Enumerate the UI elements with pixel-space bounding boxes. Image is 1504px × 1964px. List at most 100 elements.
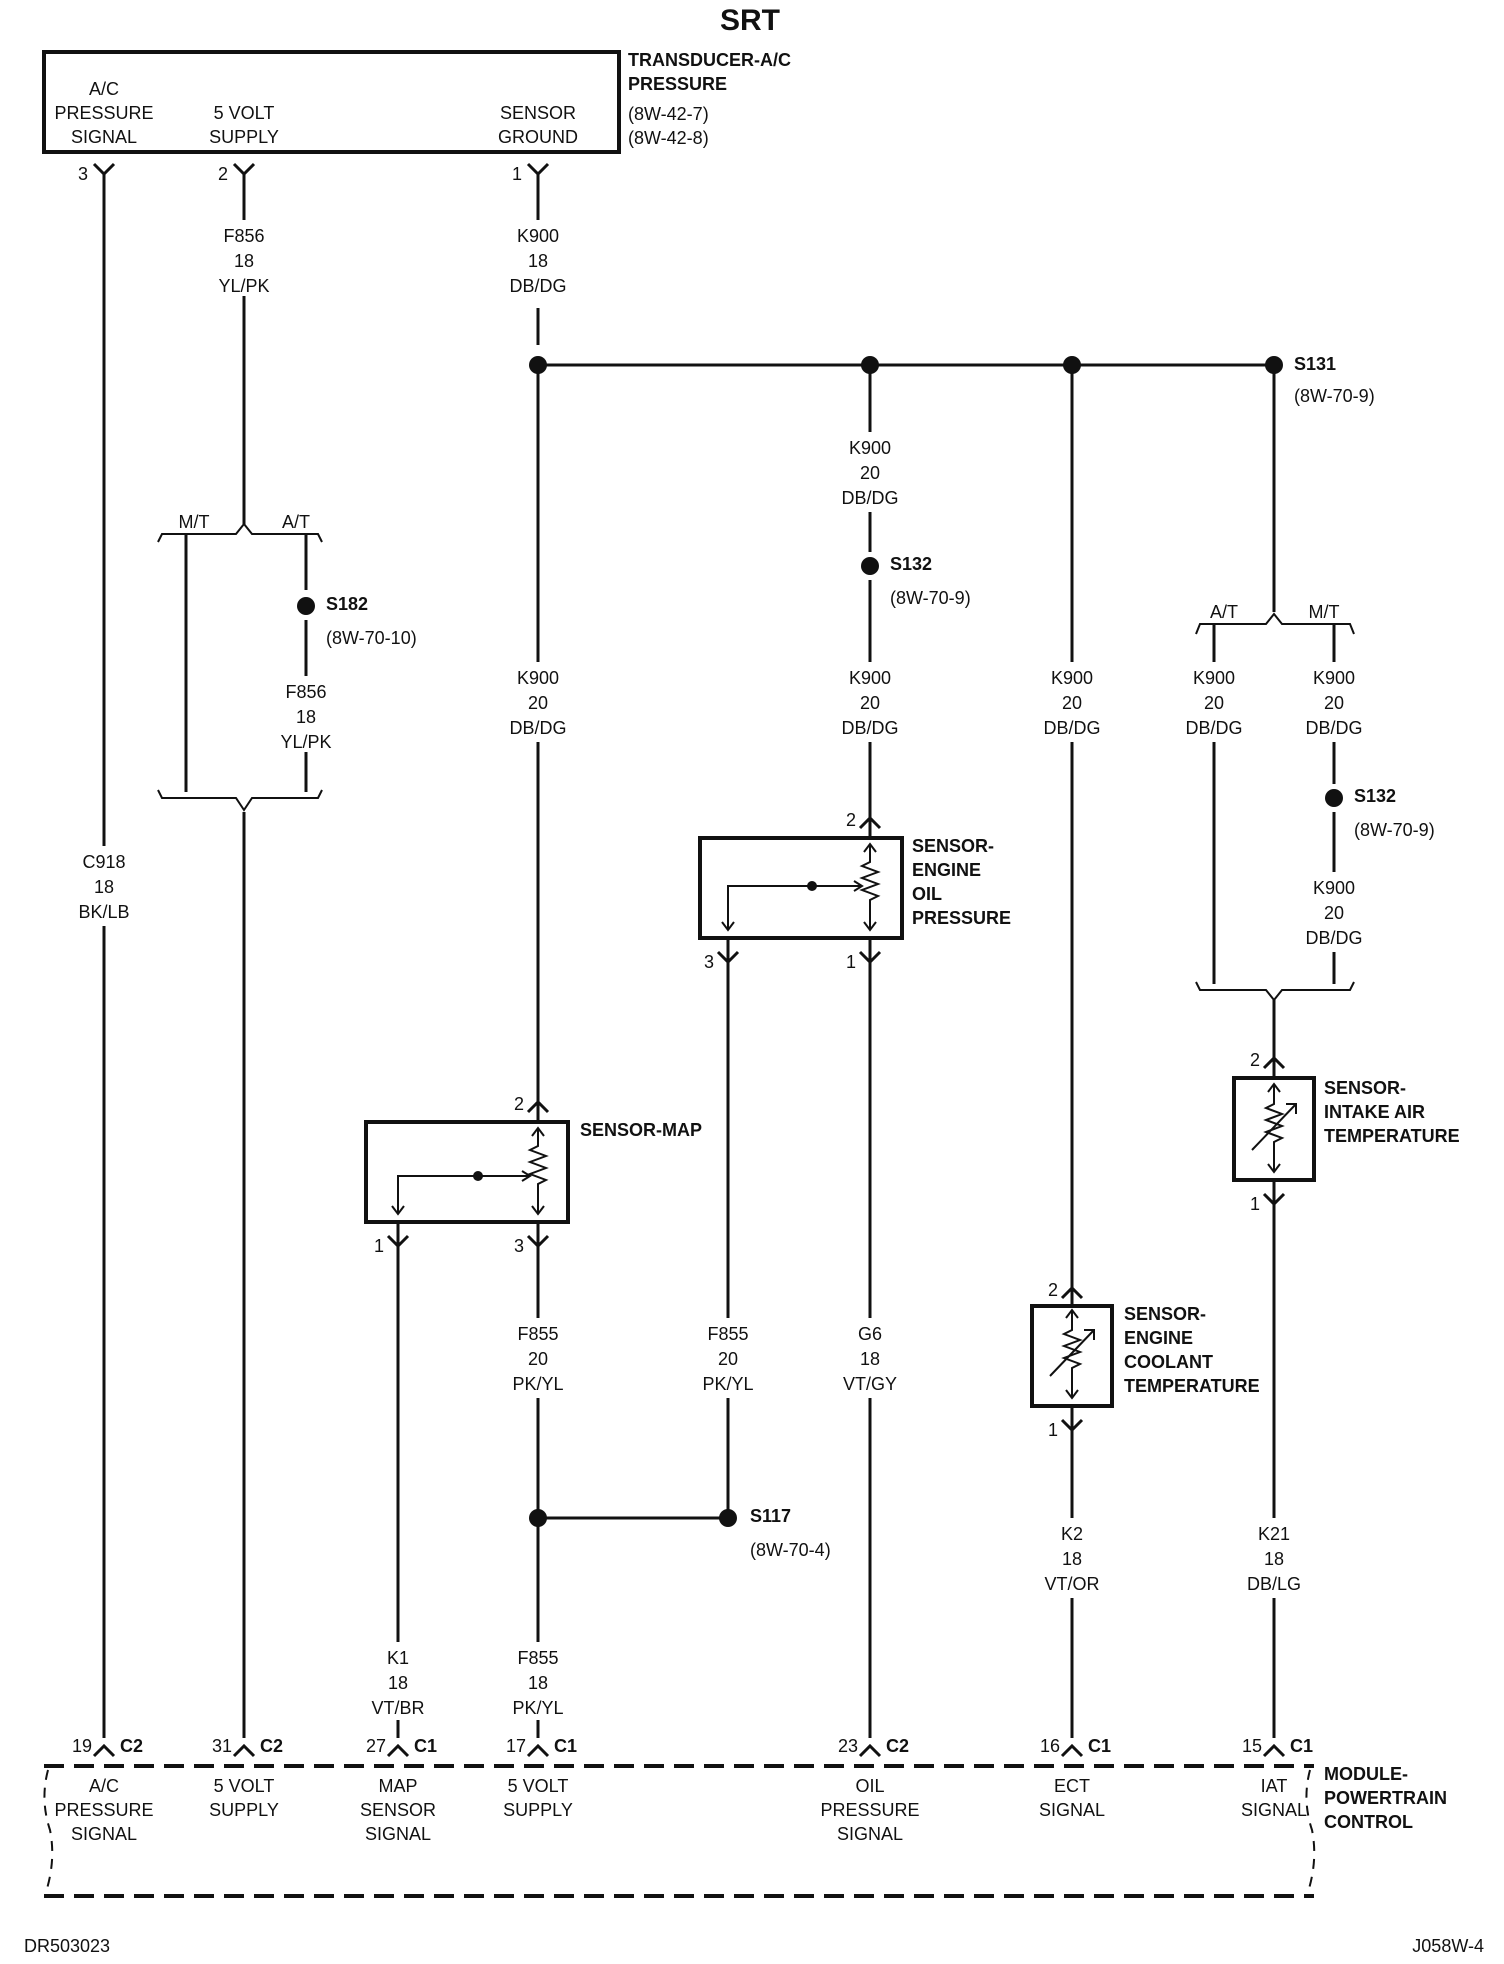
svg-text:F855: F855 [707, 1324, 748, 1344]
svg-text:OIL: OIL [912, 884, 942, 904]
svg-text:SIGNAL: SIGNAL [1039, 1800, 1105, 1820]
svg-text:20: 20 [1324, 903, 1344, 923]
svg-text:1: 1 [512, 164, 522, 184]
svg-text:(8W-70-9): (8W-70-9) [1354, 820, 1435, 840]
svg-text:3: 3 [78, 164, 88, 184]
svg-text:(8W-70-9): (8W-70-9) [1294, 386, 1375, 406]
svg-text:C918: C918 [82, 852, 125, 872]
diagram-title: SRT [720, 4, 780, 37]
svg-text:20: 20 [1062, 693, 1082, 713]
svg-text:SUPPLY: SUPPLY [209, 1800, 279, 1820]
svg-text:ENGINE: ENGINE [912, 860, 981, 880]
svg-text:(8W-70-10): (8W-70-10) [326, 628, 417, 648]
svg-text:SUPPLY: SUPPLY [503, 1800, 573, 1820]
svg-text:20: 20 [860, 693, 880, 713]
svg-text:ENGINE: ENGINE [1124, 1328, 1193, 1348]
svg-text:C2: C2 [260, 1736, 283, 1756]
svg-text:3: 3 [514, 1236, 524, 1256]
splice-s132-oil: S132 (8W-70-9) [861, 554, 971, 608]
splice-s117: S117 (8W-70-4) [719, 1506, 831, 1560]
transducer-pin-labels: A/C PRESSURE SIGNAL 5 VOLT SUPPLY SENSOR… [54, 79, 578, 147]
svg-text:S132: S132 [1354, 786, 1396, 806]
svg-text:IAT: IAT [1261, 1776, 1288, 1796]
svg-text:20: 20 [1324, 693, 1344, 713]
option-split-f856: M/T A/T [157, 512, 323, 812]
svg-text:1: 1 [1048, 1420, 1058, 1440]
svg-text:SENSOR-: SENSOR- [1124, 1304, 1206, 1324]
svg-text:3: 3 [704, 952, 714, 972]
transducer-pin-2: 2 [218, 162, 256, 184]
svg-text:A/C: A/C [89, 79, 119, 99]
svg-text:DB/DG: DB/DG [841, 488, 898, 508]
svg-text:GROUND: GROUND [498, 127, 578, 147]
svg-text:SIGNAL: SIGNAL [71, 1824, 137, 1844]
svg-text:C1: C1 [414, 1736, 437, 1756]
wire-label-f855-oil: F855 20 PK/YL [702, 1324, 753, 1394]
svg-text:SIGNAL: SIGNAL [1241, 1800, 1307, 1820]
wire-label-f856-top: F856 18 YL/PK [218, 226, 269, 296]
splice-s132-iat: S132 (8W-70-9) [1325, 786, 1435, 840]
pcm-pin-15: 15 C1 IAT SIGNAL [1241, 1736, 1313, 1820]
svg-text:PK/YL: PK/YL [512, 1374, 563, 1394]
svg-text:18: 18 [296, 707, 316, 727]
pcm-pin-19: 19 C2 A/C PRESSURE SIGNAL [54, 1736, 153, 1844]
svg-text:SENSOR-: SENSOR- [912, 836, 994, 856]
svg-text:PK/YL: PK/YL [512, 1698, 563, 1718]
svg-text:20: 20 [860, 463, 880, 483]
wire-label-k900-iat-mt-b: K900 20 DB/DG [1305, 878, 1362, 948]
svg-text:DB/DG: DB/DG [509, 276, 566, 296]
wire-label-k900-oil-b: K900 20 DB/DG [841, 668, 898, 738]
svg-text:C1: C1 [1088, 1736, 1111, 1756]
wire-f855 [529, 962, 730, 1738]
svg-text:31: 31 [212, 1736, 232, 1756]
svg-text:16: 16 [1040, 1736, 1060, 1756]
svg-text:SIGNAL: SIGNAL [71, 127, 137, 147]
wire-label-k900-top: K900 18 DB/DG [509, 226, 566, 296]
svg-text:POWERTRAIN: POWERTRAIN [1324, 1788, 1447, 1808]
svg-text:SIGNAL: SIGNAL [365, 1824, 431, 1844]
svg-text:CONTROL: CONTROL [1324, 1812, 1413, 1832]
pcm-pin-16: 16 C1 ECT SIGNAL [1039, 1736, 1111, 1820]
sensor-oil-pressure: 2 3 1 [698, 810, 904, 972]
svg-text:A/C: A/C [89, 1776, 119, 1796]
footer-right-code: J058W-4 [1412, 1936, 1484, 1956]
svg-text:20: 20 [528, 1349, 548, 1369]
svg-text:VT/GY: VT/GY [843, 1374, 897, 1394]
svg-text:YL/PK: YL/PK [218, 276, 269, 296]
sensor-map: 2 1 3 [364, 1094, 570, 1256]
svg-text:17: 17 [506, 1736, 526, 1756]
transducer-pin-1: 1 [512, 162, 550, 184]
svg-text:K900: K900 [517, 226, 559, 246]
svg-text:1: 1 [846, 952, 856, 972]
svg-text:2: 2 [218, 164, 228, 184]
svg-text:2: 2 [1250, 1050, 1260, 1070]
svg-text:(8W-70-4): (8W-70-4) [750, 1540, 831, 1560]
pcm-box [43, 1764, 1316, 1898]
sensor-oil-name: SENSOR- ENGINE OIL PRESSURE [912, 836, 1011, 928]
svg-text:1: 1 [1250, 1194, 1260, 1214]
svg-text:OIL: OIL [855, 1776, 884, 1796]
svg-text:INTAKE AIR: INTAKE AIR [1324, 1102, 1425, 1122]
svg-text:PK/YL: PK/YL [702, 1374, 753, 1394]
splice-s182: S182 (8W-70-10) [297, 594, 417, 648]
svg-text:G6: G6 [858, 1324, 882, 1344]
svg-text:K900: K900 [1051, 668, 1093, 688]
svg-text:20: 20 [1204, 693, 1224, 713]
svg-text:SUPPLY: SUPPLY [209, 127, 279, 147]
sensor-iat-name: SENSOR- INTAKE AIR TEMPERATURE [1324, 1078, 1460, 1146]
svg-text:TEMPERATURE: TEMPERATURE [1324, 1126, 1460, 1146]
svg-text:C1: C1 [554, 1736, 577, 1756]
svg-text:DB/DG: DB/DG [509, 718, 566, 738]
svg-text:TRANSDUCER-A/C: TRANSDUCER-A/C [628, 50, 791, 70]
svg-text:F855: F855 [517, 1648, 558, 1668]
svg-text:K900: K900 [517, 668, 559, 688]
svg-text:VT/BR: VT/BR [371, 1698, 424, 1718]
svg-text:5 VOLT: 5 VOLT [214, 1776, 275, 1796]
svg-text:18: 18 [234, 251, 254, 271]
pcm-pin-17: 17 C1 5 VOLT SUPPLY [503, 1736, 577, 1820]
svg-text:DB/DG: DB/DG [841, 718, 898, 738]
svg-text:(8W-42-7): (8W-42-7) [628, 104, 709, 124]
svg-text:PRESSURE: PRESSURE [628, 74, 727, 94]
wire-label-k900-iat-mt-a: K900 20 DB/DG [1305, 668, 1362, 738]
